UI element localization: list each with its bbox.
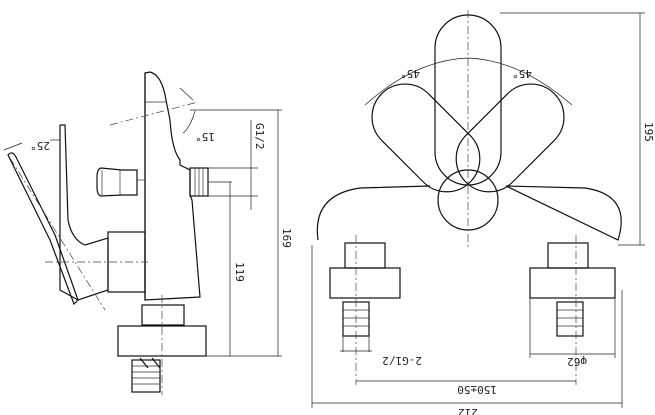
- side-view: 25° 15° 169 119 G1/2: [3, 71, 293, 395]
- handle-angle-left-label: 45°: [400, 67, 420, 80]
- total-height-side-label: 169: [280, 228, 293, 248]
- inlet-left: [329, 235, 401, 385]
- body-base: [316, 185, 622, 241]
- mount: [117, 295, 207, 395]
- total-height-front-label: 195: [642, 122, 655, 142]
- spout-angle-label: 15°: [195, 130, 215, 143]
- total-width-label: 212: [458, 406, 478, 415]
- front-view: 45° 45° 195 2-G1/2 φ62 150±50: [311, 10, 655, 415]
- body-outline: [144, 71, 201, 301]
- outlet-thread: [189, 167, 209, 197]
- inlet-spacing-label: 150±50: [457, 383, 497, 396]
- outlet-height-label: 119: [233, 262, 246, 282]
- outlet-thread-label: G1/2: [253, 123, 266, 150]
- inlet-thread-label: 2-G1/2: [382, 354, 422, 367]
- inlet-right: [529, 235, 616, 385]
- knob: [96, 167, 145, 197]
- flange-diameter-label: φ62: [567, 355, 587, 368]
- handle-angle-right-label: 45°: [512, 67, 532, 80]
- lever-handle: [7, 124, 148, 311]
- handle-positions: [364, 10, 573, 250]
- lever-angle-label: 25°: [30, 139, 50, 152]
